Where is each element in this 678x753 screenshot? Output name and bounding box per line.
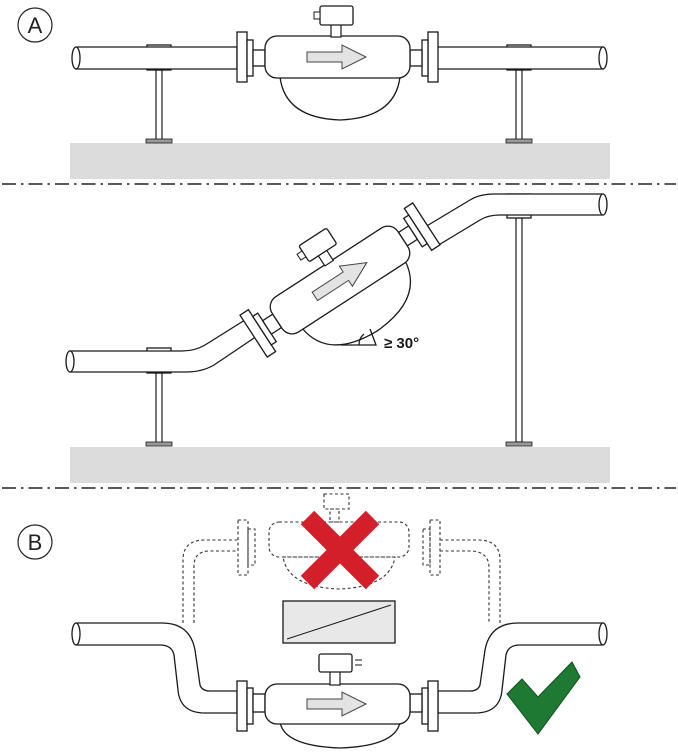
angle-icon — [341, 328, 377, 346]
flow-arrow-icon — [306, 44, 368, 70]
pipe-a2 — [65, 193, 608, 373]
section-b-label: B — [17, 524, 53, 560]
flowmeter-a2 — [239, 202, 441, 358]
check-icon — [506, 661, 581, 735]
pipe-a — [71, 46, 608, 70]
svg-text:A: A — [28, 13, 43, 38]
cross-icon — [300, 510, 380, 590]
transmitter-icon — [296, 228, 337, 267]
svg-text:B: B — [28, 530, 43, 555]
transmitter-icon — [318, 653, 362, 686]
flowmeter-b — [236, 653, 439, 749]
flow-arrow-icon — [306, 691, 368, 717]
flow-arrow-icon — [311, 261, 368, 302]
pipe-support-right-a2 — [505, 193, 533, 447]
section-a-label: A — [17, 7, 53, 43]
floor-a2 — [70, 447, 610, 483]
angle-label: ≥ 30° — [384, 335, 419, 352]
flowmeter-a — [236, 5, 439, 121]
transmitter-icon — [313, 5, 354, 38]
converter-box — [282, 600, 396, 644]
floor-a — [70, 143, 610, 179]
